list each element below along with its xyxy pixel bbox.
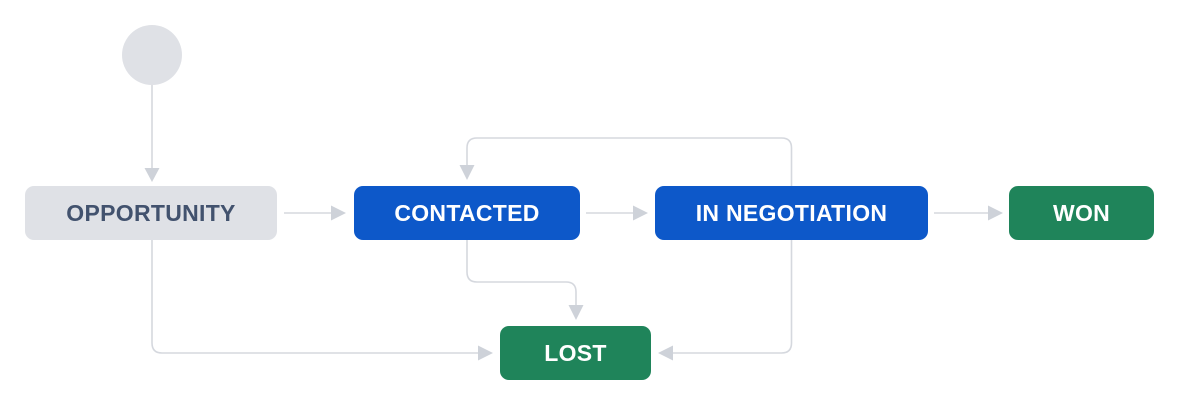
status-node-contacted[interactable]: CONTACTED	[354, 186, 580, 240]
status-node-in-negotiation[interactable]: IN NEGOTIATION	[655, 186, 928, 240]
transition-contacted-to-in-negotiation[interactable]	[586, 205, 648, 221]
status-node-lost[interactable]: LOST	[500, 326, 651, 380]
status-node-won[interactable]: WON	[1009, 186, 1154, 240]
transition-in-negotiation-to-won[interactable]	[934, 205, 1003, 221]
workflow-start-node[interactable]	[122, 25, 182, 85]
transition-opportunity-to-lost[interactable]	[151, 240, 493, 361]
status-node-won-label: WON	[1052, 199, 1111, 226]
transition-in-negotiation-to-lost[interactable]	[658, 240, 793, 361]
status-node-in-negotiation-label: IN NEGOTIATION	[695, 199, 888, 226]
transition-in-negotiation-to-contacted[interactable]	[459, 137, 793, 186]
status-node-contacted-label: CONTACTED	[394, 199, 540, 226]
transition-contacted-to-lost[interactable]	[466, 240, 584, 320]
status-node-opportunity[interactable]: OPPORTUNITY	[25, 186, 277, 240]
transition-start-to-opportunity[interactable]	[144, 85, 160, 182]
status-node-opportunity-label: OPPORTUNITY	[66, 199, 236, 226]
status-node-lost-label: LOST	[544, 339, 607, 366]
transition-opportunity-to-contacted[interactable]	[284, 205, 346, 221]
